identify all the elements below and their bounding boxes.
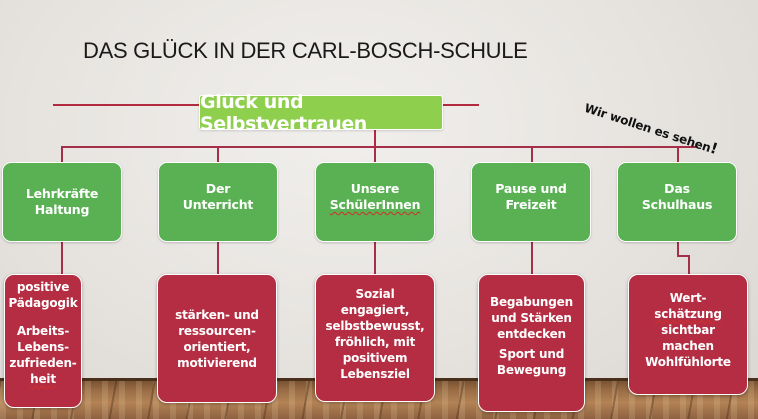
detail-text: Arbeits- [16,324,70,338]
drop-connector-3 [374,146,376,163]
detail-text: positivem [342,351,408,365]
category-label-line2: Schulhaus [641,197,713,212]
detail-text: Sozial [355,287,395,301]
detail-text: Lebens- [17,340,69,354]
detail-text: machen [662,338,714,353]
drop-connector-4 [531,146,533,163]
detail-connector-5a [677,242,679,256]
detail-connector-5b [677,255,688,257]
drop-connector-2 [217,146,219,163]
category-label-line1: Der [205,181,231,196]
detail-text: zufrieden- [9,356,77,370]
detail-connector-4 [531,242,533,276]
category-label-line2: Unterricht [182,197,254,212]
root-node: Glück und Selbstvertrauen [199,91,443,135]
detail-text: positive [16,280,70,294]
root-down-connector [374,130,376,148]
detail-text: fröhlich, mit [334,335,416,349]
detail-text: Sport und [498,347,565,361]
category-label-line1: Pause und [495,181,567,196]
detail-node-students: Sozial engagiert, selbstbewusst, fröhlic… [315,274,435,402]
detail-node-lessons: stärken- und ressourcen- orientiert, mot… [157,274,277,403]
detail-text: ressourcen- [178,323,256,338]
category-label-line1: Lehrkräfte [25,186,99,201]
category-label-line2: Freizeit [505,197,557,212]
detail-text: und Stärken [491,311,572,325]
detail-text: Wohlfühlorte [645,354,731,369]
detail-text: motivierend [177,355,257,370]
detail-text: sichtbar [661,322,715,337]
category-label-line1: Das [664,181,690,196]
category-node-students: Unsere SchülerInnen [315,162,435,242]
detail-node-school-building: Wert- schätzung sichtbar machen Wohlfühl… [628,274,748,395]
category-node-school-building: Das Schulhaus [617,162,737,242]
detail-text: entdecken [497,327,566,341]
branch-bar [61,146,698,148]
detail-node-breaks: Begabungen und Stärken entdecken Sport u… [478,274,585,412]
detail-text: orientiert, [183,339,251,354]
detail-text: engagiert, [340,303,410,317]
detail-text: Begabungen [490,295,573,309]
category-label-line2: Haltung [34,202,90,217]
category-node-breaks: Pause und Freizeit [471,162,591,242]
detail-connector-2 [217,242,219,276]
detail-text: Lebensziel [340,367,410,381]
category-node-teachers: Lehrkräfte Haltung [2,162,122,242]
category-node-lessons: Der Unterricht [158,162,278,242]
drop-connector-5 [677,146,679,163]
detail-text: Wert- [669,290,707,305]
tagline-annotation: Wir wollen es sehen! [582,98,720,158]
detail-connector-1 [61,242,63,276]
root-node-label: Glück und Selbstvertrauen [200,90,367,135]
detail-connector-5c [688,255,690,275]
detail-text: selbstbewusst, [325,319,425,333]
detail-connector-3 [374,242,376,276]
detail-text: heit [30,372,56,386]
detail-text: Bewegung [496,363,567,377]
detail-text: Pädagogik [8,296,78,310]
detail-text: stärken- und [175,307,259,322]
category-label-line1: Unsere [350,181,400,196]
slide-title: DAS GLÜCK IN DER CARL-BOSCH-SCHULE [83,38,528,63]
detail-node-teachers: positive Pädagogik Arbeits- Lebens- zufr… [4,274,82,408]
category-label-line2: SchülerInnen [329,197,421,212]
detail-text: schätzung [654,306,722,321]
drop-connector-1 [61,146,63,163]
